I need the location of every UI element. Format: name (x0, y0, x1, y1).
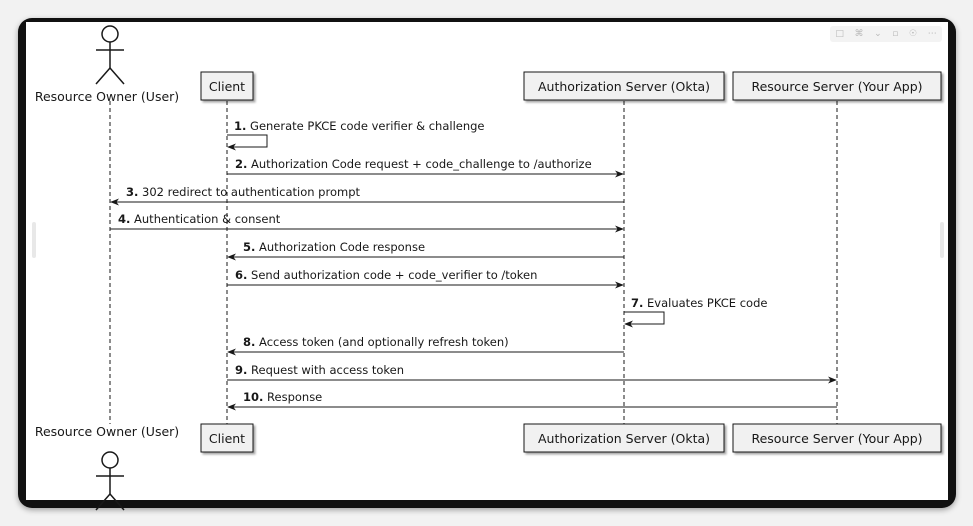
message-5-label: 5. Authorization Code response (243, 240, 425, 254)
message-5: 5. Authorization Code response (227, 240, 624, 261)
message-7-arrow (624, 311, 665, 328)
participant-box-auth-bottom: Authorization Server (Okta) (523, 423, 725, 453)
participant-box-client-bottom: Client (200, 423, 254, 453)
message-9-label: 9. Request with access token (235, 363, 404, 377)
pin-icon[interactable]: ⌘ (854, 29, 864, 39)
participant-box-auth-top: Authorization Server (Okta) (523, 71, 725, 101)
message-4: 4. Authentication & consent (110, 212, 624, 233)
diagram-canvas: □ ⌘ ⌄ ▫ ☉ ⋯ (26, 22, 948, 500)
participant-label-owner-top: Resource Owner (User) (35, 89, 179, 104)
participant-label-client-top: Client (209, 79, 245, 94)
message-2: 2. Authorization Code request + code_cha… (227, 157, 624, 178)
chevron-down-icon[interactable]: ⌄ (874, 29, 882, 39)
message-3: 3. 302 redirect to authentication prompt (110, 185, 624, 206)
message-8: 8. Access token (and optionally refresh … (227, 335, 624, 356)
message-6-label: 6. Send authorization code + code_verifi… (235, 268, 537, 282)
copy-icon[interactable]: ▫ (892, 29, 899, 39)
participant-box-resource-bottom: Resource Server (Your App) (732, 423, 942, 453)
participant-label-owner-bottom: Resource Owner (User) (35, 424, 179, 439)
message-3-label: 3. 302 redirect to authentication prompt (126, 185, 360, 199)
message-2-label: 2. Authorization Code request + code_cha… (235, 157, 592, 171)
message-4-label: 4. Authentication & consent (118, 212, 281, 226)
participant-label-resource-bottom: Resource Server (Your App) (751, 431, 922, 446)
actor-bottom-icon (95, 451, 125, 511)
participant-box-client-top: Client (200, 71, 254, 101)
target-icon[interactable]: ☉ (908, 29, 918, 39)
participant-label-auth-top: Authorization Server (Okta) (538, 79, 710, 94)
message-6: 6. Send authorization code + code_verifi… (227, 268, 624, 289)
comment-icon[interactable]: □ (835, 29, 844, 39)
participant-box-resource-top: Resource Server (Your App) (732, 71, 942, 101)
message-1-label: 1. Generate PKCE code verifier & challen… (234, 119, 485, 133)
message-10: 10. Response (227, 390, 837, 411)
participant-label-client-bottom: Client (209, 431, 245, 446)
message-7-label: 7. Evaluates PKCE code (631, 296, 767, 310)
left-scroll-mark (32, 222, 36, 258)
more-icon[interactable]: ⋯ (927, 29, 937, 39)
message-8-label: 8. Access token (and optionally refresh … (243, 335, 509, 349)
participant-label-resource-top: Resource Server (Your App) (751, 79, 922, 94)
actor-top-icon (95, 25, 125, 85)
message-10-label: 10. Response (243, 390, 322, 404)
message-1-arrow (227, 134, 268, 151)
right-scroll-mark (940, 222, 944, 258)
diagram-toolbar: □ ⌘ ⌄ ▫ ☉ ⋯ (830, 26, 942, 42)
message-1: 1. Generate PKCE code verifier & challen… (227, 119, 485, 151)
message-9: 9. Request with access token (227, 363, 837, 384)
message-7: 7. Evaluates PKCE code (624, 296, 767, 328)
participant-label-auth-bottom: Authorization Server (Okta) (538, 431, 710, 446)
